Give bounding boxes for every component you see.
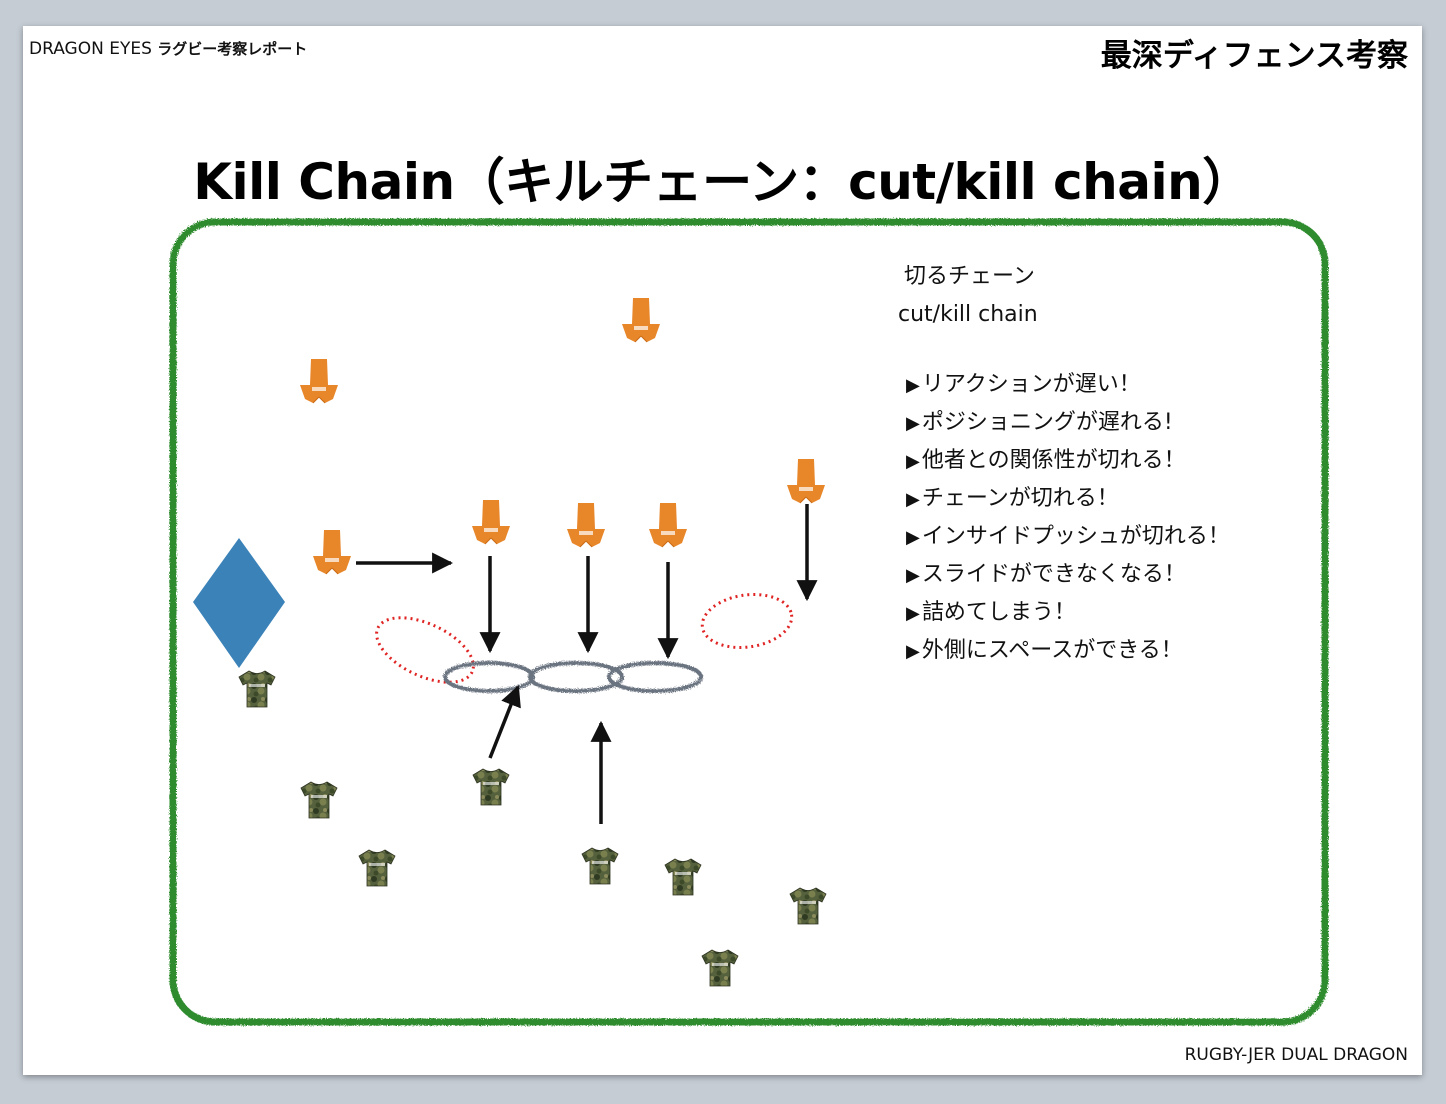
defender-jersey-icon — [566, 503, 606, 548]
chain-link-1 — [443, 661, 535, 693]
field-boundary — [169, 218, 1329, 1026]
defender-jersey-icon — [786, 459, 826, 504]
attacker-tshirt-icon — [358, 849, 396, 887]
footer-credit: RUGBY-JER DUAL DRAGON — [1184, 1045, 1408, 1065]
triangle-bullet-icon: ▶ — [906, 413, 920, 434]
list-item: ▶外側にスペースができる！ — [906, 638, 1183, 663]
broken-chain — [443, 661, 703, 693]
list-item: ▶詰めてしまう！ — [906, 600, 1076, 625]
list-item: ▶チェーンが切れる！ — [906, 486, 1119, 511]
list-item: ▶ポジショニングが遅れる! — [906, 410, 1173, 435]
defenders — [299, 298, 826, 575]
defender-jersey-icon — [621, 298, 661, 343]
chain-link-3 — [607, 661, 703, 693]
notes-subtitle-en: cut/kill chain — [898, 302, 1038, 327]
notes-panel: 切るチェーン cut/kill chain ▶リアクションが遅い！ ▶ポジショニ… — [898, 258, 1230, 670]
triangle-bullet-icon: ▶ — [906, 603, 920, 624]
ball-diamond-icon — [193, 538, 285, 668]
defender-jersey-icon — [648, 503, 688, 548]
header-brand: DRAGON EYES ラグビー考察レポート — [29, 38, 307, 59]
slide-title: Kill Chain（キルチェーン：cut/kill chain） — [193, 153, 1252, 211]
header-section-title: 最深ディフェンス考察 — [1100, 38, 1408, 74]
triangle-bullet-icon: ▶ — [906, 489, 920, 510]
list-item: ▶リアクションが遅い！ — [906, 372, 1141, 397]
defender-jersey-icon — [312, 530, 352, 575]
triangle-bullet-icon: ▶ — [906, 451, 920, 472]
triangle-bullet-icon: ▶ — [906, 565, 920, 586]
list-item: ▶スライドができなくなる！ — [906, 562, 1186, 587]
list-item: ▶他者との関係性が切れる！ — [906, 448, 1186, 473]
attacker-tshirt-icon — [581, 847, 619, 885]
defender-jersey-icon — [299, 359, 339, 404]
chain-link-2 — [528, 661, 624, 693]
triangle-bullet-icon: ▶ — [906, 375, 920, 396]
movement-arrows — [356, 504, 818, 824]
attacker-tshirt-icon — [238, 670, 276, 708]
header-brand-name: DRAGON EYES — [29, 39, 152, 59]
gap-ellipse-outside — [700, 593, 794, 649]
triangle-bullet-icon: ▶ — [906, 527, 920, 548]
attackers — [238, 670, 827, 987]
triangle-bullet-icon: ▶ — [906, 641, 920, 662]
attacker-tshirt-icon — [300, 781, 338, 819]
header-brand-subtitle: ラグビー考察レポート — [157, 40, 308, 58]
slide: DRAGON EYES ラグビー考察レポート 最深ディフェンス考察 Kill C… — [23, 26, 1422, 1075]
arrow-up-diagonal — [488, 685, 521, 759]
attacker-tshirt-icon — [789, 887, 827, 925]
list-item: ▶インサイドプッシュが切れる！ — [906, 524, 1230, 549]
gap-ellipse-inside — [375, 616, 475, 684]
notes-bullet-list: ▶リアクションが遅い！ ▶ポジショニングが遅れる! ▶他者との関係性が切れる！ … — [898, 366, 1230, 670]
attacker-tshirt-icon — [664, 858, 702, 896]
notes-subtitle-jp: 切るチェーン — [904, 264, 1035, 289]
attacker-tshirt-icon — [472, 768, 510, 806]
tactics-diagram — [169, 218, 1329, 1026]
defender-jersey-icon — [471, 500, 511, 545]
attacker-tshirt-icon — [701, 949, 739, 987]
